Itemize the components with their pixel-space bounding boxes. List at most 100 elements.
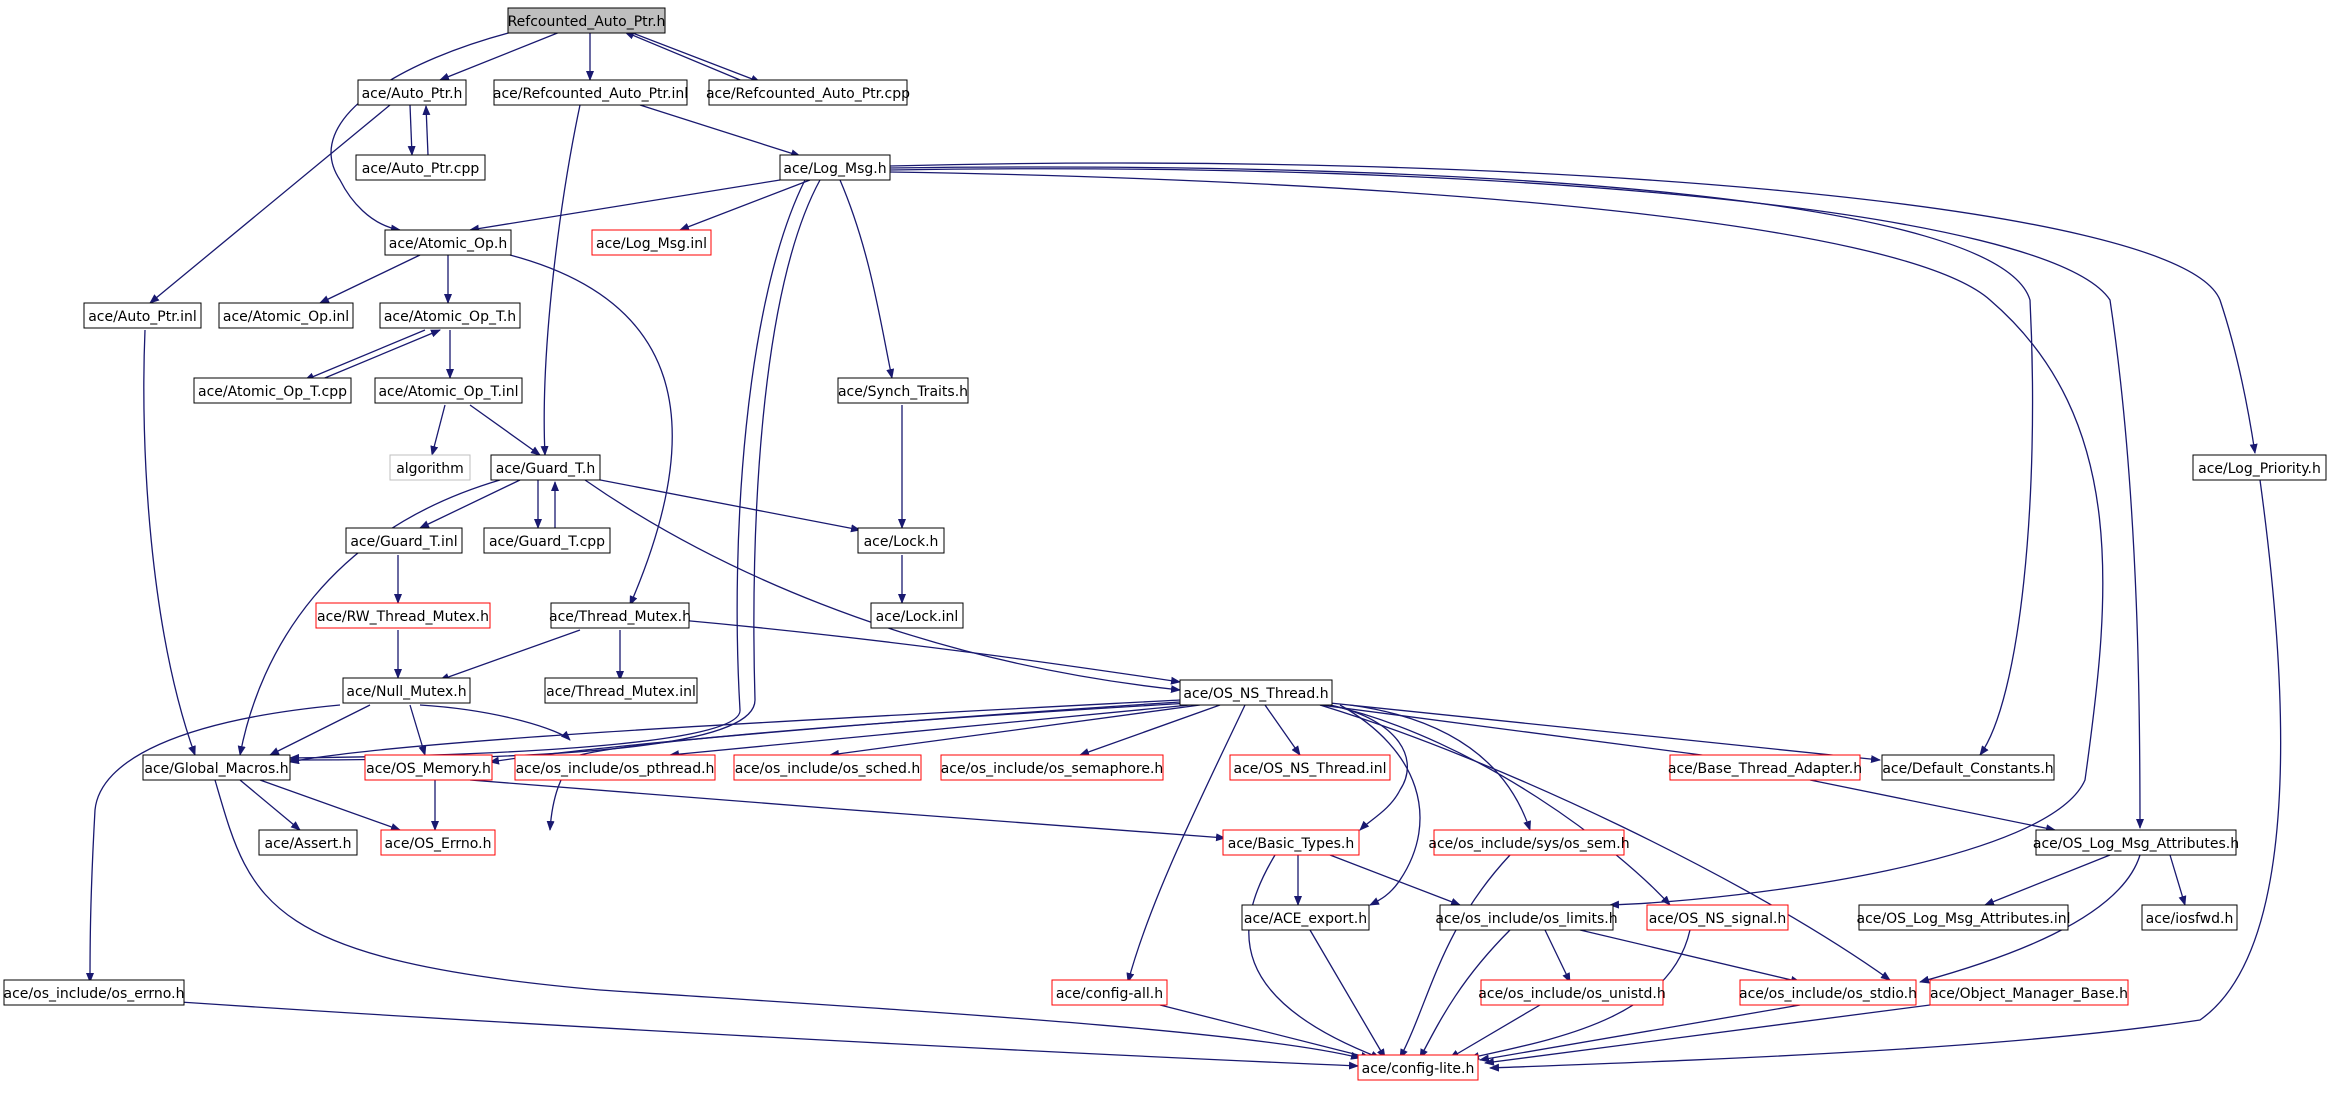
node-label: ace/Basic_Types.h [1228, 836, 1354, 852]
edge-basic-types-os-limits [1329, 854, 1461, 906]
edge-refcounted-inl-log-msg [639, 104, 801, 158]
node-os-unistd-h[interactable]: ace/os_include/os_unistd.h [1478, 979, 1666, 1006]
node-label: ace/Log_Msg.h [783, 161, 886, 177]
edge-thread-mutex-null-mutex [439, 629, 581, 681]
node-rw-thread-mutex-h[interactable]: ace/RW_Thread_Mutex.h [315, 602, 491, 629]
node-ace-export-h[interactable]: ace/ACE_export.h [1241, 904, 1370, 931]
node-algorithm[interactable]: algorithm [389, 454, 471, 481]
node-atomic-op-t-h[interactable]: ace/Atomic_Op_T.h [379, 302, 521, 329]
edge-os-ns-thread-object-manager [1319, 704, 1891, 981]
node-label: ace/OS_Log_Msg_Attributes.inl [1857, 911, 2071, 927]
node-log-msg-h[interactable]: ace/Log_Msg.h [779, 154, 891, 181]
node-iosfwd-h[interactable]: ace/iosfwd.h [2141, 904, 2238, 931]
node-auto-ptr-h[interactable]: ace/Auto_Ptr.h [357, 79, 467, 106]
node-log-msg-inl[interactable]: ace/Log_Msg.inl [591, 229, 712, 256]
node-label: ace/Atomic_Op_T.cpp [198, 384, 347, 400]
node-atomic-op-inl[interactable]: ace/Atomic_Op.inl [218, 302, 354, 329]
edge-global-macros-assert [239, 779, 301, 831]
edge-thread-mutex-os-ns-thread [679, 619, 1181, 685]
node-lock-inl[interactable]: ace/Lock.inl [870, 602, 964, 629]
node-atomic-op-h[interactable]: ace/Atomic_Op.h [384, 229, 512, 256]
node-thread-mutex-h[interactable]: ace/Thread_Mutex.h [549, 602, 691, 629]
node-refcounted-auto-ptr-cpp[interactable]: ace/Refcounted_Auto_Ptr.cpp [706, 79, 910, 106]
edge-os-ns-thread-config-all [1126, 704, 1246, 983]
edge-os-ns-thread-os-ns-thread-inl [1264, 704, 1301, 756]
edge-guard-t-guard-t-inl [419, 479, 521, 529]
node-os-ns-thread-inl[interactable]: ace/OS_NS_Thread.inl [1229, 754, 1391, 781]
node-label: ace/OS_NS_Thread.h [1183, 686, 1328, 702]
edge-guard-t-lock [589, 477, 861, 533]
node-label: ace/Auto_Ptr.cpp [362, 161, 480, 177]
node-label: ace/os_include/os_sched.h [735, 761, 920, 777]
node-base-thread-adapter-h[interactable]: ace/Base_Thread_Adapter.h [1668, 754, 1862, 781]
node-synch-traits-h[interactable]: ace/Synch_Traits.h [837, 377, 969, 404]
edge-os-ns-signal-config-lite [1469, 929, 1691, 1060]
node-config-lite-h[interactable]: ace/config-lite.h [1357, 1054, 1479, 1081]
edge-log-msg-log-priority [889, 162, 2258, 454]
node-auto-ptr-inl[interactable]: ace/Auto_Ptr.inl [83, 302, 202, 329]
node-object-manager-base-h[interactable]: ace/Object_Manager_Base.h [1929, 979, 2129, 1006]
node-atomic-op-t-cpp[interactable]: ace/Atomic_Op_T.cpp [193, 377, 352, 404]
edge-null-mutex-global-macros [269, 704, 371, 756]
edge-os-log-msg-attr-iosfwd [2169, 854, 2187, 906]
node-label: ace/Guard_T.inl [350, 534, 457, 550]
edge-base-thread-adapter-os-log-msg-attributes [1809, 779, 2056, 833]
edge-atomic-op-t-cpp-atomic-op-t [319, 329, 441, 381]
node-null-mutex-h[interactable]: ace/Null_Mutex.h [342, 677, 471, 704]
node-guard-t-inl[interactable]: ace/Guard_T.inl [345, 527, 463, 554]
node-lock-h[interactable]: ace/Lock.h [857, 527, 945, 554]
node-guard-t-h[interactable]: ace/Guard_T.h [490, 454, 601, 481]
node-label: ace/config-all.h [1056, 986, 1163, 1002]
node-atomic-op-t-inl[interactable]: ace/Atomic_Op_T.inl [374, 377, 523, 404]
edge-log-msg-atomic-op [469, 179, 781, 233]
node-label: ace/os_include/os_semaphore.h [941, 761, 1164, 777]
edge-os-stdio-config-lite [1479, 1004, 1801, 1063]
node-log-priority-h[interactable]: ace/Log_Priority.h [2192, 454, 2327, 481]
edge-auto-ptr-cpp-auto-ptr-h [422, 105, 431, 156]
node-os-sys-sem-h[interactable]: ace/os_include/sys/os_sem.h [1428, 829, 1630, 856]
edge-basic-types-config-lite [1248, 854, 1381, 1059]
node-thread-mutex-inl[interactable]: ace/Thread_Mutex.inl [544, 677, 698, 704]
node-refcounted-auto-ptr-inl[interactable]: ace/Refcounted_Auto_Ptr.inl [493, 79, 688, 106]
node-os-include-errno-h[interactable]: ace/os_include/os_errno.h [3, 979, 185, 1006]
node-label: ace/Refcounted_Auto_Ptr.cpp [706, 86, 910, 102]
node-basic-types-h[interactable]: ace/Basic_Types.h [1222, 829, 1360, 856]
edge-os-ns-thread-basic-types [1329, 704, 1408, 831]
node-global-macros-h[interactable]: ace/Global_Macros.h [142, 754, 291, 781]
edge-ace-export-config-lite [1309, 929, 1386, 1059]
node-label: ace/os_include/os_errno.h [4, 986, 185, 1002]
node-os-memory-h[interactable]: ace/OS_Memory.h [364, 754, 493, 781]
node-os-log-msg-attributes-inl[interactable]: ace/OS_Log_Msg_Attributes.inl [1857, 904, 2071, 931]
node-auto-ptr-cpp[interactable]: ace/Auto_Ptr.cpp [355, 154, 486, 181]
node-os-stdio-h[interactable]: ace/os_include/os_stdio.h [1739, 979, 1917, 1006]
node-config-all-h[interactable]: ace/config-all.h [1051, 979, 1168, 1006]
node-label: ace/OS_Log_Msg_Attributes.h [2033, 836, 2239, 852]
node-os-semaphore-h[interactable]: ace/os_include/os_semaphore.h [940, 754, 1164, 781]
node-os-ns-thread-h[interactable]: ace/OS_NS_Thread.h [1179, 679, 1333, 706]
edge-os-sys-sem-config-lite [1399, 854, 1511, 1059]
node-guard-t-cpp[interactable]: ace/Guard_T.cpp [483, 527, 611, 554]
edge-os-ns-thread-ace-export [1339, 704, 1421, 906]
edge-log-priority-config-lite [1489, 479, 2282, 1072]
edge-root-atomic-op-h [330, 29, 521, 233]
node-os-log-msg-attributes-h[interactable]: ace/OS_Log_Msg_Attributes.h [2033, 829, 2239, 856]
node-label: algorithm [396, 461, 464, 477]
node-default-constants-h[interactable]: ace/Default_Constants.h [1881, 754, 2055, 781]
node-label: ace/Auto_Ptr.inl [88, 309, 197, 325]
node-assert-h[interactable]: ace/Assert.h [258, 829, 358, 856]
edge-guard-t-global-macros [237, 479, 501, 756]
node-label: ace/Atomic_Op_T.inl [378, 384, 518, 400]
edge-os-ns-thread-os-semaphore [1079, 704, 1221, 756]
node-label: ace/os_include/sys/os_sem.h [1428, 836, 1629, 852]
node-os-pthread-h[interactable]: ace/os_include/os_pthread.h [514, 754, 716, 781]
node-os-errno-h[interactable]: ace/OS_Errno.h [380, 829, 496, 856]
node-refcounted-auto-ptr-h[interactable]: Refcounted_Auto_Ptr.h [507, 7, 666, 34]
edge-config-all-config-lite [1159, 1004, 1371, 1060]
node-os-sched-h[interactable]: ace/os_include/os_sched.h [733, 754, 922, 781]
node-label: ace/Thread_Mutex.inl [546, 684, 696, 700]
edge-log-msg-default-constants [889, 166, 2034, 756]
edge-os-limits-config-lite [1419, 929, 1511, 1059]
node-os-limits-h[interactable]: ace/os_include/os_limits.h [1435, 904, 1618, 931]
node-os-ns-signal-h[interactable]: ace/OS_NS_signal.h [1646, 904, 1789, 931]
edge-auto-ptr-inl-global-macros [143, 329, 196, 756]
